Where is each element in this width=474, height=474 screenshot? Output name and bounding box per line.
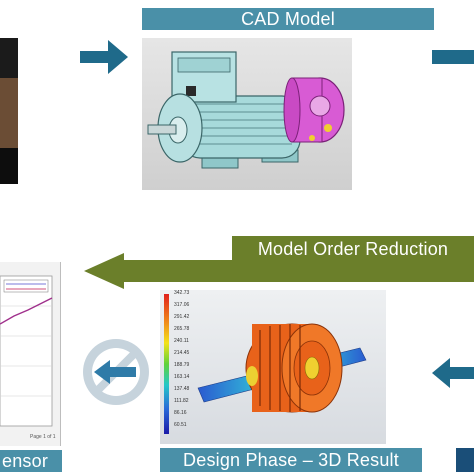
sensor-label: ensor <box>0 450 62 472</box>
cad-model-image <box>142 38 352 190</box>
legend-value: 60.51 <box>174 422 187 428</box>
legend-value: 86.16 <box>174 410 187 416</box>
mor-arrow-shaft <box>120 260 232 282</box>
cad-model-title: CAD Model <box>142 8 434 30</box>
legend-value: 317.06 <box>174 302 190 308</box>
legend-value: 111.82 <box>174 398 189 404</box>
legend-value: 214.45 <box>174 350 190 356</box>
legend-value: 291.42 <box>174 314 190 320</box>
sensor-chart-image: Page 1 of 1 <box>0 262 61 446</box>
bottom-right-band <box>456 448 474 472</box>
legend-value: 163.14 <box>174 374 190 380</box>
design-legend: 342.73 317.06 291.42 265.78 240.11 214.4… <box>174 290 208 440</box>
arrow-left-blue-icon <box>432 358 474 388</box>
legend-value: 265.78 <box>174 326 190 332</box>
legend-value: 188.79 <box>174 362 190 368</box>
arrow-right-stub-icon <box>432 50 474 64</box>
design-3d-image: 342.73 317.06 291.42 265.78 240.11 214.4… <box>160 290 386 444</box>
legend-value: 137.48 <box>174 386 190 392</box>
design-phase-label: Design Phase – 3D Result <box>160 448 422 472</box>
left-photo <box>0 38 18 184</box>
prohibited-arrow-icon <box>83 339 149 405</box>
mor-label: Model Order Reduction <box>232 236 474 262</box>
arrow-left-icon <box>84 253 124 289</box>
arrow-right-icon <box>80 40 128 74</box>
sensor-chart-page: Page 1 of 1 <box>30 434 56 440</box>
mor-bar-extension <box>232 262 474 282</box>
legend-value: 240.11 <box>174 338 189 344</box>
legend-value: 342.73 <box>174 290 190 296</box>
